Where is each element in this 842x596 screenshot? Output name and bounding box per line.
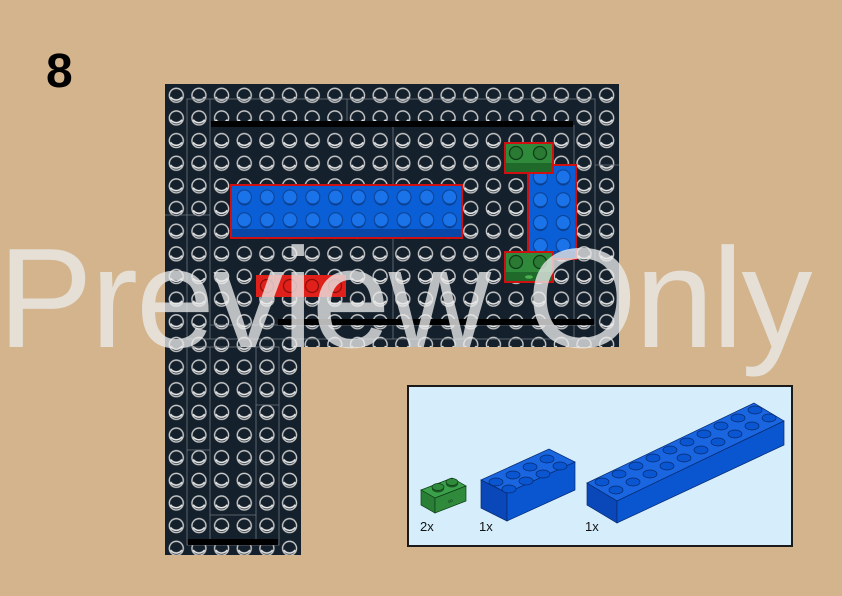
red-plate	[256, 275, 346, 297]
blue-2x10-brick	[230, 184, 463, 239]
part-qty-blue-2x4: 1x	[479, 519, 493, 534]
parts-list-callout: ∞ 2x 1x 1x	[407, 385, 793, 547]
green-1x2-technic-brick-icon: ∞	[420, 477, 467, 514]
parts-illustration: ∞	[420, 402, 785, 524]
green-technic-brick-bottom	[504, 251, 554, 283]
blue-2x4-brick	[527, 164, 577, 260]
green-technic-brick-top	[504, 142, 554, 174]
part-qty-green-technic: 2x	[420, 519, 434, 534]
part-qty-blue-2x10: 1x	[585, 519, 599, 534]
blue-2x10-brick-icon	[586, 402, 785, 524]
step-number: 8	[46, 45, 73, 98]
svg-text:∞: ∞	[447, 497, 454, 505]
